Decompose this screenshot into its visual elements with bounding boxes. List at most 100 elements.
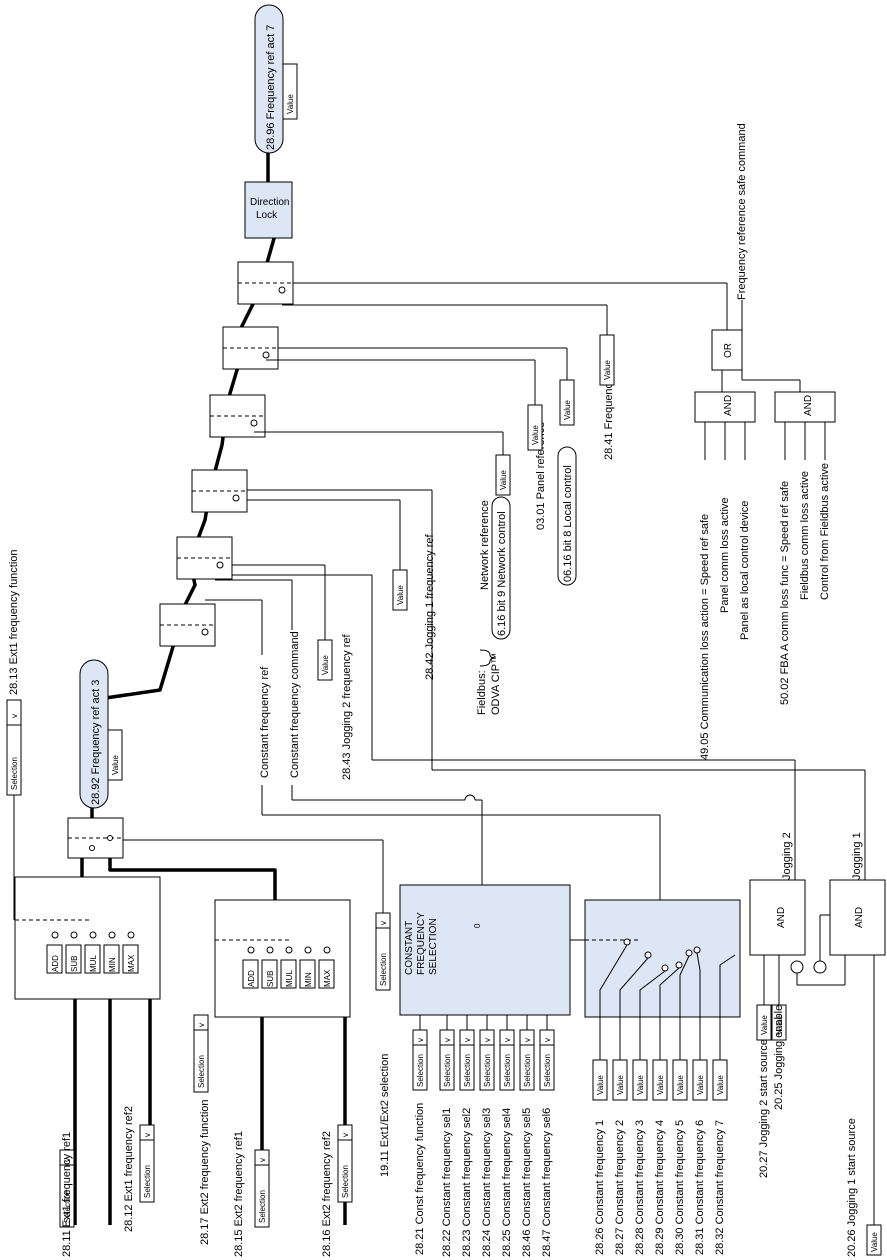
svg-text:28.29 Constant frequency 4: 28.29 Constant frequency 4	[654, 1120, 666, 1255]
svg-text:28.22 Constant frequency sel1: 28.22 Constant frequency sel1	[441, 1108, 453, 1257]
const-freq-function-input: Selection v 28.21 Const frequency functi…	[412, 1015, 428, 1255]
op-min: MIN	[108, 957, 117, 972]
svg-text:v: v	[10, 714, 19, 718]
svg-text:Value: Value	[396, 585, 405, 605]
svg-text:Value: Value	[321, 655, 330, 675]
svg-text:Value: Value	[563, 400, 572, 420]
svg-text:28.15 Ext2 frequency ref1: 28.15 Ext2 frequency ref1	[233, 1131, 245, 1257]
svg-text:28.31 Constant frequency 6: 28.31 Constant frequency 6	[694, 1120, 706, 1255]
svg-text:28.32 Constant frequency 7: 28.32 Constant frequency 7	[714, 1120, 726, 1255]
direction-lock-label-2: Lock	[256, 210, 278, 221]
svg-text:Selection: Selection	[523, 1054, 532, 1087]
net-ref-label: Network reference	[479, 500, 491, 590]
svg-text:Selection: Selection	[143, 1165, 152, 1198]
ext1-function-box	[14, 876, 161, 1000]
svg-text:28.24 Constant frequency sel3: 28.24 Constant frequency sel3	[481, 1108, 493, 1257]
svg-text:Selection: Selection	[341, 1165, 350, 1198]
svg-text:v: v	[523, 1038, 532, 1042]
const-freq-value-inputs: Value 28.26 Constant frequency 1 Value 2…	[592, 1059, 728, 1255]
svg-text:Selection: Selection	[197, 1055, 206, 1088]
svg-text:Selection: Selection	[443, 1054, 452, 1087]
svg-text:Value: Value	[656, 1075, 665, 1095]
ext1-ref1-input: Selection v 28.11 Ext1 frequency ref1	[59, 1132, 75, 1257]
svg-text:Fieldbus:: Fieldbus:	[476, 670, 488, 715]
svg-text:28.11 Ext1 frequency ref1: 28.11 Ext1 frequency ref1	[61, 1132, 73, 1257]
local-ctrl-pill	[557, 446, 577, 586]
const-freq-switch-block	[584, 899, 741, 1018]
svg-text:28.28 Constant frequency 3: 28.28 Constant frequency 3	[634, 1120, 646, 1255]
svg-text:6.16 bit 9 Network control: 6.16 bit 9 Network control	[496, 511, 508, 636]
svg-text:Selection: Selection	[543, 1054, 552, 1087]
safe-cmd-label: Frequency reference safe command	[736, 123, 748, 300]
svg-text:Value: Value	[636, 1075, 645, 1095]
ext1-ref2-input: Selection v 28.12 Ext1 frequency ref2	[123, 1106, 155, 1232]
switch-chain	[159, 261, 294, 647]
ref-act7-label: 28.96 Frequency ref act 7	[265, 25, 277, 150]
svg-text:SELECTION: SELECTION	[428, 918, 439, 975]
svg-text:MUL: MUL	[285, 970, 294, 987]
svg-text:CONSTANT: CONSTANT	[404, 921, 415, 975]
svg-text:Value: Value	[596, 1075, 605, 1095]
svg-text:28.17 Ext2 frequency function: 28.17 Ext2 frequency function	[199, 1099, 211, 1245]
svg-text:AND: AND	[803, 395, 814, 416]
panel-local-label: Panel as local control device	[739, 501, 751, 640]
net-ctrl-pill	[491, 496, 511, 640]
svg-text:ADD: ADD	[247, 970, 256, 987]
op-sub: SUB	[70, 956, 79, 972]
ext1-op-buttons: ADD SUB MUL MIN MAX	[46, 931, 139, 974]
svg-text:SUB: SUB	[266, 971, 275, 987]
ext2-function-box	[214, 899, 351, 1018]
svg-text:Value: Value	[716, 1075, 725, 1095]
svg-text:Value: Value	[870, 1232, 879, 1252]
svg-text:Selection: Selection	[63, 1190, 72, 1223]
svg-text:Value: Value	[531, 425, 540, 445]
fba-loss-label: 50.02 FBA A comm loss func = Speed ref s…	[779, 481, 791, 705]
svg-text:28.21 Const frequency function: 28.21 Const frequency function	[414, 1103, 426, 1255]
svg-text:Value: Value	[760, 1015, 769, 1035]
svg-text:Selection: Selection	[463, 1054, 472, 1087]
ext2-function-input: Selection v 28.17 Ext2 frequency functio…	[193, 1014, 211, 1245]
svg-text:AND: AND	[723, 395, 734, 416]
direction-lock-block	[244, 181, 293, 239]
svg-text:28.27 Constant frequency 2: 28.27 Constant frequency 2	[614, 1120, 626, 1255]
comm-loss-label: 49.05 Communication loss action = Speed …	[699, 514, 711, 760]
svg-text:28.47 Constant frequency sel6: 28.47 Constant frequency sel6	[541, 1108, 553, 1257]
jog2-start-label: 20.27 Jogging 2 start source	[758, 1039, 770, 1178]
jog1-start-label: 20.26 Jogging 1 start source	[846, 1118, 858, 1257]
svg-text:28.25 Constant frequency sel4: 28.25 Constant frequency sel4	[501, 1108, 513, 1257]
jog2-and-gate	[749, 879, 806, 956]
svg-text:v: v	[416, 1038, 425, 1042]
panel-loss-label: Panel comm loss active	[719, 497, 731, 613]
svg-text:19.11 Ext1/Ext2 selection: 19.11 Ext1/Ext2 selection	[379, 1054, 391, 1177]
op-add: ADD	[51, 955, 60, 972]
const-ref-label: Constant frequency ref	[259, 666, 271, 778]
svg-text:Selection: Selection	[416, 1054, 425, 1087]
ext2-op-buttons: ADD SUB MUL MIN MAX	[242, 946, 335, 989]
svg-text:v: v	[463, 1038, 472, 1042]
svg-text:Value: Value	[111, 755, 120, 775]
svg-text:v: v	[443, 1038, 452, 1042]
svg-text:28.12 Ext1 frequency ref2: 28.12 Ext1 frequency ref2	[123, 1106, 135, 1232]
svg-text:v: v	[379, 921, 388, 925]
svg-text:MAX: MAX	[323, 969, 332, 987]
svg-text:Value: Value	[499, 470, 508, 490]
svg-text:v: v	[483, 1038, 492, 1042]
const-freq-sel-inputs: Selection v 28.22 Constant frequency sel…	[439, 1015, 555, 1257]
and-gate-fieldbus	[774, 391, 836, 423]
svg-text:Value: Value	[696, 1075, 705, 1095]
ext2-ref2-input: Selection v 28.16 Ext2 frequency ref2	[321, 1124, 353, 1257]
svg-text:28.30 Constant frequency 5: 28.30 Constant frequency 5	[674, 1120, 686, 1255]
svg-text:v: v	[143, 1133, 152, 1137]
svg-text:28.16 Ext2 frequency ref2: 28.16 Ext2 frequency ref2	[321, 1131, 333, 1257]
const-cmd-label: Constant frequency command	[289, 631, 301, 778]
direction-lock-label-1: Direction	[250, 197, 289, 208]
svg-text:Value: Value	[775, 1015, 784, 1035]
ext1-function-label: 28.13 Ext1 frequency function	[8, 549, 20, 695]
jog-enable-label: 20.25 Jogging enable	[773, 1005, 785, 1110]
svg-text:28.26 Constant frequency 1: 28.26 Constant frequency 1	[594, 1120, 606, 1255]
ref-act3-value-box	[107, 729, 123, 781]
svg-text:Selection: Selection	[503, 1054, 512, 1087]
const-freq-selection-block	[399, 884, 571, 1016]
ctrl-fb-label: Control from Fieldbus active	[819, 463, 831, 600]
